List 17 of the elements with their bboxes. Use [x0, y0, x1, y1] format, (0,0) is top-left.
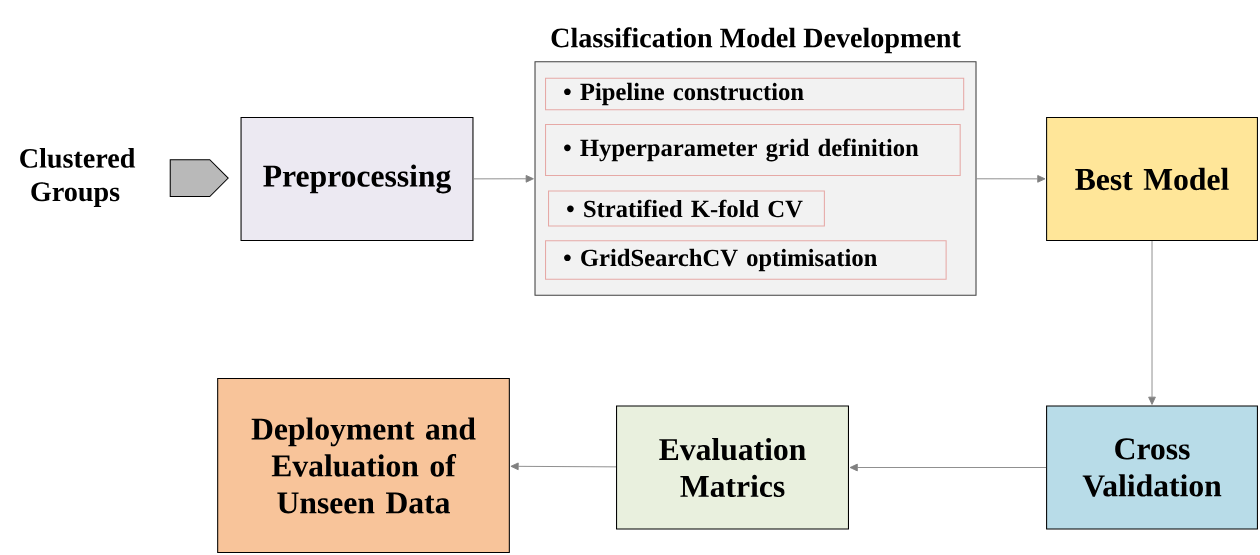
- arrow: [473, 174, 534, 183]
- label-text: Clustered Groups: [20, 148, 136, 207]
- step-box: • Hyperparameter grid definition: [545, 124, 961, 176]
- arrow: [510, 462, 617, 471]
- process-box: Deployment and Evaluation of Unseen Data: [217, 378, 510, 553]
- process-box: Best Model: [1046, 117, 1258, 242]
- arrow: [976, 175, 1046, 183]
- step-box: • Stratified K-fold CV: [548, 190, 825, 227]
- step-box: • GridSearchCV optimisation: [545, 240, 947, 280]
- node-label: Classification Model Development: [551, 27, 961, 54]
- process-box: Preprocessing: [240, 117, 474, 242]
- arrow: [1148, 240, 1156, 405]
- block-arrow: [169, 159, 229, 198]
- arrow: [849, 463, 1047, 472]
- process-box: Cross Validation: [1046, 405, 1258, 530]
- process-box: Evaluation Matrics: [616, 405, 849, 530]
- step-box: • Pipeline construction: [545, 77, 965, 111]
